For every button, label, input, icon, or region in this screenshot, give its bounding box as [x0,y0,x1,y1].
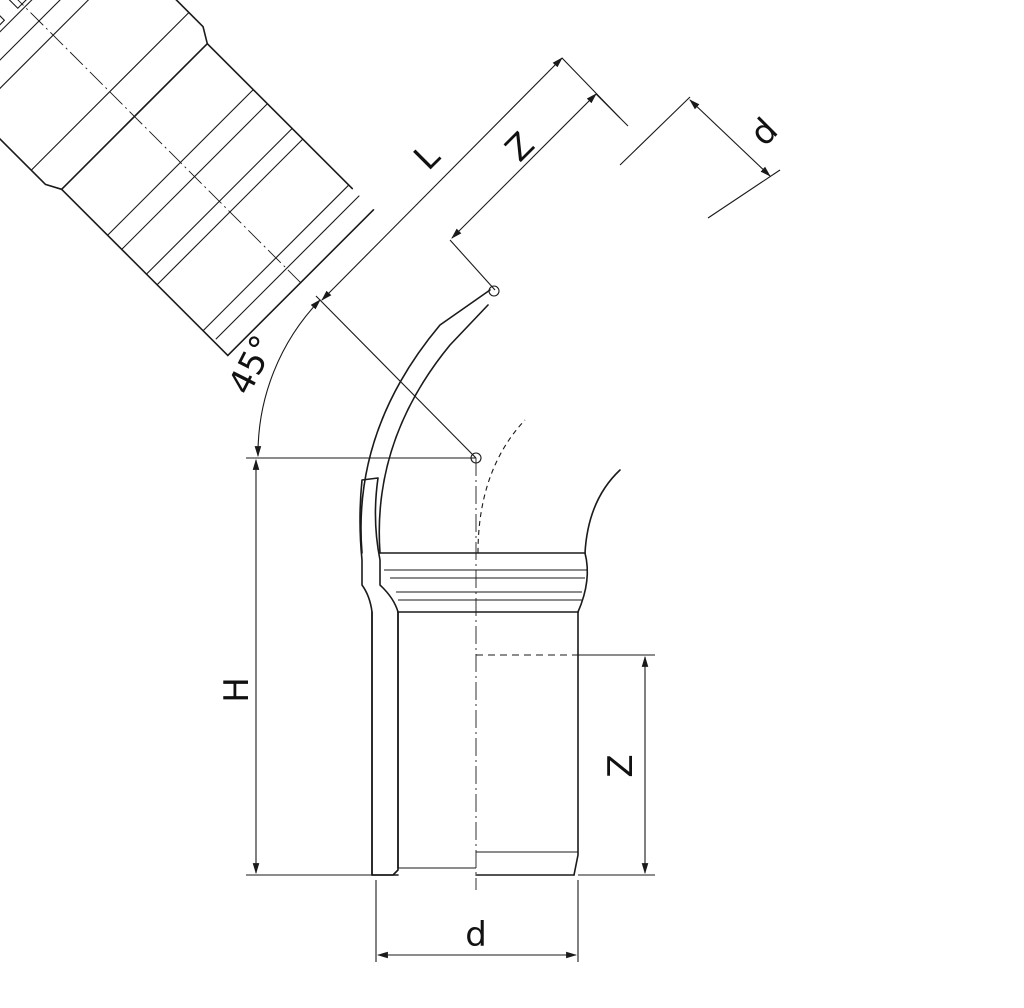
upper-socket [0,0,375,357]
length-overall-label: L [406,136,448,178]
diameter-upper-label: d [742,110,786,154]
dimension-d-lower: d [375,880,579,962]
height-label: H [217,677,257,703]
socket-reference-point [488,285,500,297]
angle-label: 45° [221,329,284,401]
dimension-h: H [217,457,476,876]
dimension-z-lower: Z [578,654,655,876]
lower-socket [359,458,589,890]
section-wall-hatch [359,477,399,876]
dimension-d-upper: d [619,96,786,219]
dimension-z-upper: Z [449,93,629,291]
insertion-depth-upper-label: Z [498,125,543,170]
dimension-angle: 45° [221,295,477,459]
insertion-depth-lower-label: Z [601,754,641,777]
diameter-lower-label: d [465,915,487,955]
bend-section [360,285,621,554]
